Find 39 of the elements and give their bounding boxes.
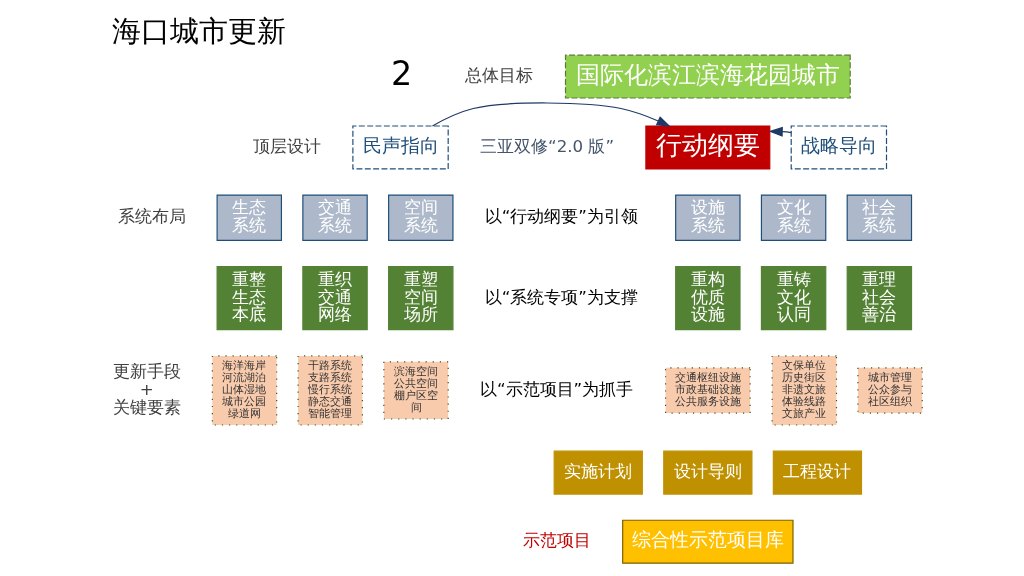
node-box: 重织交通网络	[301, 265, 368, 331]
node-box: 重理社会善治	[846, 265, 912, 331]
node-box: 重构优质设施	[674, 265, 741, 331]
node-box: 生态系统	[216, 194, 282, 241]
node-box: 行动纲要	[644, 125, 770, 170]
node-box: 干路系统支路系统慢行系统静态交通智能管理	[297, 355, 363, 426]
label: 以“示范项目”为抓手	[479, 379, 633, 399]
node-box: 重铸文化认同	[760, 265, 826, 331]
arrow	[768, 126, 792, 137]
node-box: 实施计划	[553, 450, 643, 495]
label: 系统布局	[117, 207, 186, 227]
node-box: 设计导则	[662, 450, 752, 495]
node-box: 国际化滨江滨海花园城市	[564, 54, 851, 99]
label: 更新手段 + 关键要素	[112, 361, 181, 417]
node-box: 滨海空间公共空间棚户区空间	[382, 361, 449, 420]
node-box: 文化系统	[760, 194, 826, 241]
node-box: 交通枢纽设施市政基础设施公共服务设施	[664, 367, 751, 414]
label: 示范项目	[522, 531, 591, 551]
label: 总体目标	[464, 65, 533, 85]
node-box: 重整生态本底	[216, 265, 282, 331]
node-box: 空间系统	[387, 194, 454, 241]
arrow	[431, 102, 671, 127]
node-box: 文保单位历史街区非遗文旅体验线路文旅产业	[771, 355, 837, 426]
node-box: 重塑空间场所	[387, 265, 454, 331]
node-box: 综合性示范项目库	[621, 519, 794, 564]
node-box: 战略导向	[790, 125, 887, 170]
label: 三亚双修“2.0 版”	[479, 136, 614, 156]
node-box: 设施系统	[674, 194, 741, 241]
label: 2	[390, 53, 412, 93]
node-box: 海洋海岸河流湖泊山体湿地城市公园绿道网	[211, 355, 277, 426]
label: 以“行动纲要”为引领	[484, 207, 638, 227]
node-box: 交通系统	[301, 194, 368, 241]
label: 顶层设计	[252, 136, 321, 156]
node-box: 社会系统	[846, 194, 912, 241]
label: 以“系统专项”为支撑	[484, 287, 638, 307]
node-box: 城市管理公众参与社区组织	[856, 367, 923, 414]
node-box: 工程设计	[772, 450, 862, 495]
diagram-title: 海口城市更新	[111, 13, 286, 48]
node-box: 民声指向	[351, 125, 449, 170]
